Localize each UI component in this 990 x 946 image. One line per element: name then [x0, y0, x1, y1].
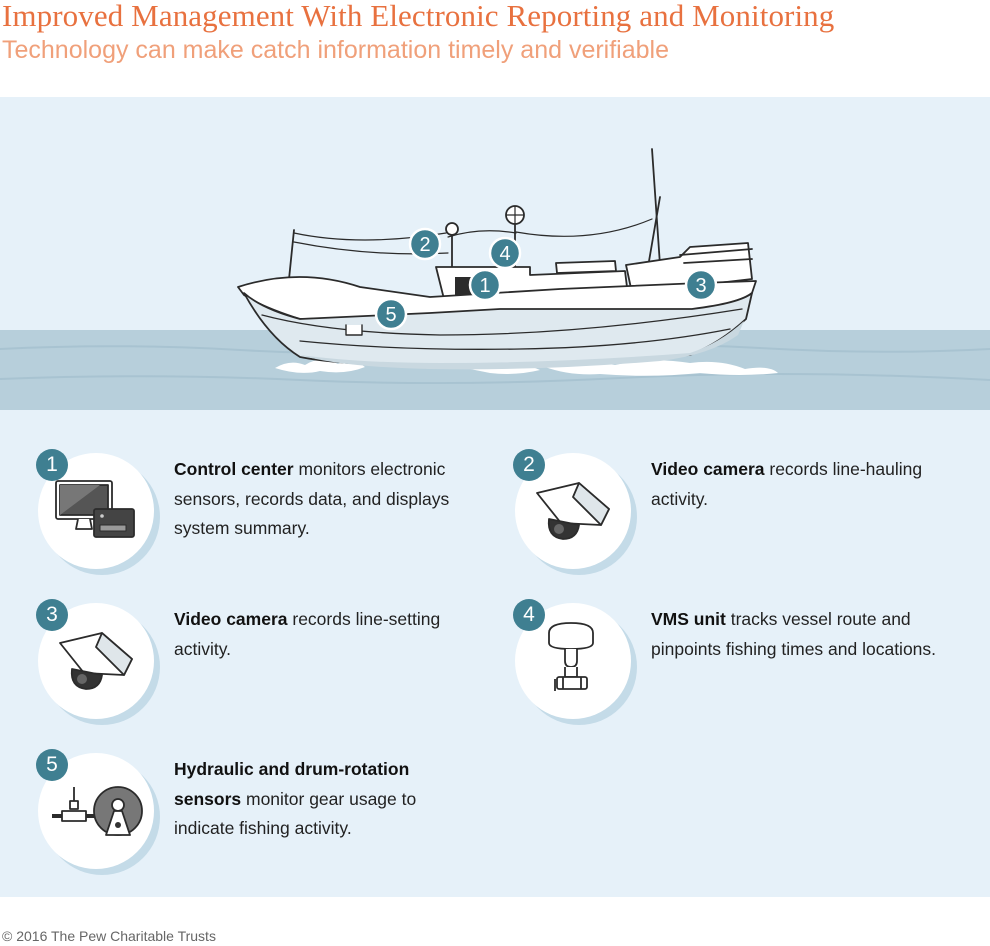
- item-number-badge: 3: [36, 599, 68, 631]
- hull-line: [261, 308, 743, 336]
- camera-icon: [59, 632, 133, 690]
- item-term: Video camera: [174, 609, 288, 629]
- item-text: records line-hauling activity.: [651, 459, 923, 509]
- camera-icon: [536, 482, 610, 540]
- item-number-badge: 5: [36, 749, 68, 781]
- sea-swell-2: [0, 372, 990, 385]
- item-number-badge: 4: [513, 599, 545, 631]
- item-number-badge: 2: [513, 449, 545, 481]
- item-description: Control center monitors electronic senso…: [174, 455, 494, 544]
- callout-1-label: 1: [479, 275, 490, 297]
- item-icon-circle: [515, 603, 631, 719]
- callout-4-label: 4: [499, 243, 510, 265]
- page-title: Improved Management With Electronic Repo…: [2, 0, 835, 33]
- item-text: tracks vessel route and pinpoints fishin…: [651, 609, 937, 659]
- legend-items: 1 Control center monitors electronic sen…: [0, 97, 990, 897]
- callout-5: 5: [374, 297, 408, 331]
- item-description: Video camera records line-setting activi…: [174, 605, 494, 664]
- callout-4: 4: [488, 236, 522, 270]
- callout-2: 2: [408, 227, 442, 261]
- aft-rail: [679, 248, 753, 256]
- callout-3: 3: [684, 268, 718, 302]
- item-term: Control center: [174, 459, 294, 479]
- page-subtitle: Technology can make catch information ti…: [2, 36, 670, 64]
- item-term: Hydraulic and drum-rotation sensors: [174, 759, 410, 809]
- callout-5-label: 5: [385, 304, 396, 326]
- mast-stay: [647, 196, 661, 268]
- deck-notch: [345, 324, 363, 336]
- cabin-roof: [555, 260, 617, 274]
- copyright: © 2016 The Pew Charitable Trusts: [2, 928, 216, 944]
- antenna-dish: [445, 222, 459, 236]
- fishing-vessel-scene: 2 4 1 3 5: [0, 148, 990, 410]
- vms-unit-icon: [548, 622, 594, 691]
- item-term: VMS unit: [651, 609, 726, 629]
- item-description: Video camera records line-hauling activi…: [651, 455, 971, 514]
- item-description: VMS unit tracks vessel route and pinpoin…: [651, 605, 971, 664]
- sensor-drum-icon: [52, 786, 143, 836]
- item-text: records line-setting activity.: [174, 609, 441, 659]
- monitor-icon: [55, 480, 135, 538]
- rigging-line-right: [515, 218, 653, 237]
- item-text: monitor gear usage to indicate fishing a…: [174, 788, 417, 839]
- hull-line-2: [299, 328, 731, 350]
- callout-2-label: 2: [419, 234, 430, 256]
- aft-rail-2: [683, 258, 753, 264]
- illustration-panel: 2 4 1 3 5: [0, 97, 990, 897]
- main-mast: [651, 148, 661, 266]
- hull-shadow: [300, 321, 744, 370]
- item-text: monitors electronic sensors, records dat…: [174, 459, 450, 538]
- item-number-badge: 1: [36, 449, 68, 481]
- item-term: Video camera: [651, 459, 765, 479]
- callout-1: 1: [468, 268, 502, 302]
- item-description: Hydraulic and drum-rotation sensors moni…: [174, 755, 464, 844]
- callout-3-label: 3: [695, 275, 706, 297]
